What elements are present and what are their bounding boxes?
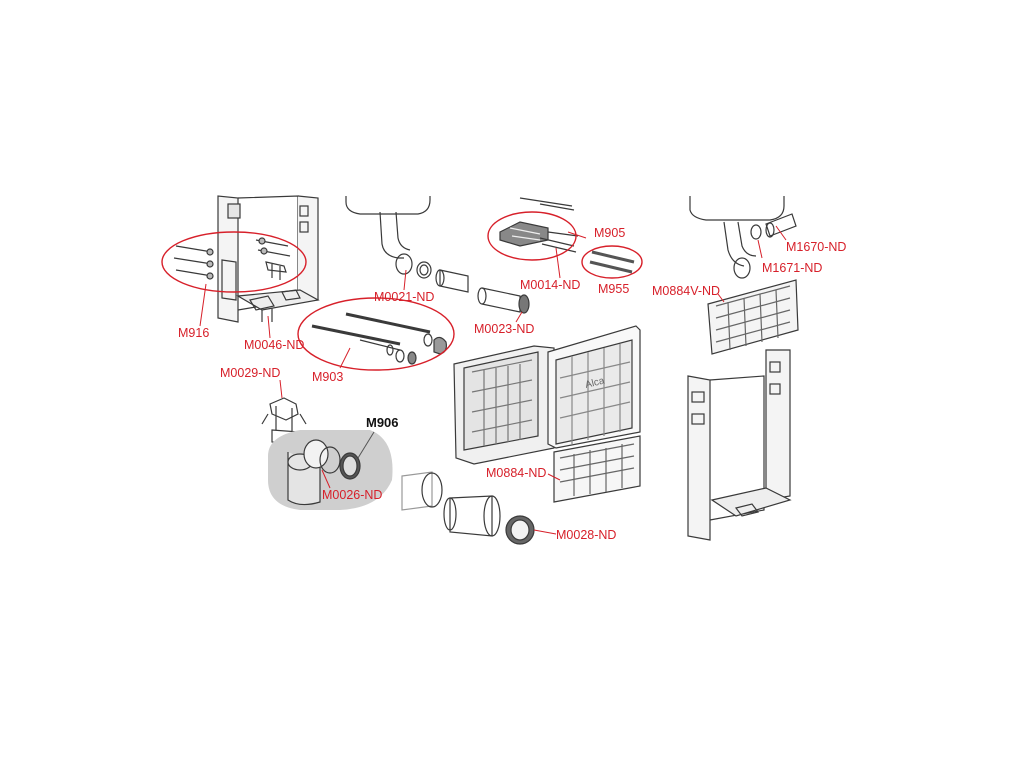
m916-leader [199, 283, 207, 327]
label-m906: M906 [366, 415, 399, 430]
m0014-leader [555, 247, 561, 279]
m916-bolts [173, 237, 291, 280]
alca-logo: Alca [584, 375, 606, 390]
label-m955: M955 [598, 282, 630, 296]
m905-parts [499, 197, 635, 274]
m0028-leader [533, 529, 557, 535]
label-m0021-nd: M0021-ND [374, 290, 435, 304]
m903-highlight [297, 297, 455, 371]
label-m0046-nd: M0046-ND [244, 338, 305, 352]
m903-rods [311, 312, 447, 365]
m905-leader [567, 231, 587, 239]
label-m0014-nd: M0014-ND [520, 278, 581, 292]
m0046-leader [267, 315, 271, 339]
m906-leader [357, 431, 375, 459]
m916-highlight [161, 231, 307, 293]
right-frame [687, 349, 792, 541]
m905-highlight [487, 211, 577, 261]
m955-highlight [581, 245, 643, 279]
pipe-assembly [401, 471, 535, 545]
m1671-leader [757, 239, 763, 259]
label-m0028-nd: M0028-ND [556, 528, 617, 542]
m0884v-cover [707, 279, 799, 355]
label-m0029-nd: M0029-ND [220, 366, 281, 380]
cistern-centre [345, 196, 530, 314]
m903-leader [339, 347, 351, 369]
m0884v-leader [717, 293, 725, 303]
m0026-leader [321, 469, 331, 489]
label-m0884-nd: M0884-ND [486, 466, 547, 480]
m0023-leader [515, 311, 523, 323]
label-m1671-nd: M1671-ND [762, 261, 823, 275]
label-m905: M905 [594, 226, 626, 240]
label-m1670-nd: M1670-ND [786, 240, 847, 254]
label-m0023-nd: M0023-ND [474, 322, 535, 336]
label-m0026-nd: M0026-ND [322, 488, 383, 502]
label-m916: M916 [178, 326, 210, 340]
m0884-leader [547, 473, 561, 481]
m1670-leader [775, 225, 787, 241]
protective-covers [453, 325, 641, 503]
label-m0884v-nd: M0884V-ND [652, 284, 721, 298]
label-m903: M903 [312, 370, 344, 384]
left-frame [217, 195, 320, 323]
m0021-leader [403, 269, 407, 291]
m906-group [268, 430, 393, 510]
m0029-leader [279, 379, 283, 399]
cistern-right [689, 196, 797, 279]
